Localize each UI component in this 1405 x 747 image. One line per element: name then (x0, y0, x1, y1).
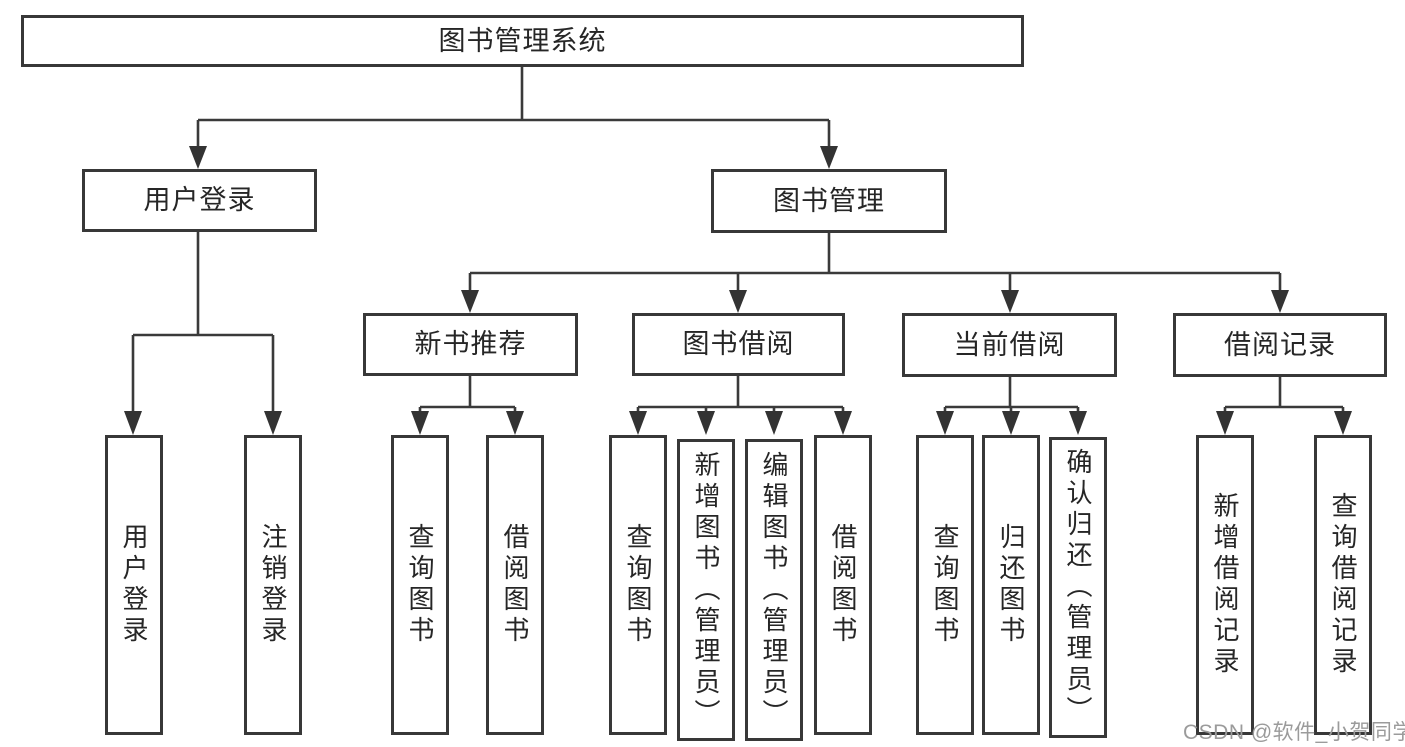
arrowhead-icon (124, 411, 142, 435)
arrowhead-icon (834, 411, 852, 435)
node-user-login-label: 用户登录 (143, 185, 256, 215)
node-book-borrow-label: 图书借阅 (682, 329, 795, 359)
arrowhead-icon (1216, 411, 1234, 435)
connector-root-to-level2 (189, 67, 838, 169)
csdn-watermark: CSDN @软件_小贺同学 (1183, 721, 1405, 744)
node-leaf-nb-borrow-books-label: 借阅图书 (500, 523, 530, 647)
node-leaf-cb-return-books-label: 归还图书 (996, 523, 1026, 647)
node-leaf-bb-borrow-books-label: 借阅图书 (828, 523, 858, 647)
arrowhead-icon (820, 146, 838, 169)
arrowhead-icon (1069, 411, 1087, 435)
connector-borrow-records-to-children (1216, 376, 1352, 435)
node-leaf-br-query-record: 查询借阅记录 (1314, 435, 1372, 735)
node-leaf-cb-confirm-return-admin: 确认归还（管理员） (1049, 437, 1107, 738)
node-new-book-recommend: 新书推荐 (363, 313, 578, 376)
connector-current-borrow-to-children (936, 376, 1087, 435)
node-leaf-bb-query-books: 查询图书 (609, 435, 667, 735)
node-root-label: 图书管理系统 (438, 25, 607, 56)
node-leaf-user-login-action: 用户登录 (105, 435, 163, 735)
connector-new-book-to-children (411, 376, 524, 435)
arrowhead-icon (411, 411, 429, 435)
node-leaf-cb-query-books: 查询图书 (916, 435, 974, 735)
arrowhead-icon (697, 411, 715, 435)
node-leaf-logout-label: 注销登录 (258, 523, 288, 647)
node-leaf-bb-add-books-admin-label: 新增图书（管理员） (691, 450, 721, 730)
node-book-borrow: 图书借阅 (632, 313, 845, 376)
arrowhead-icon (461, 290, 479, 313)
node-leaf-logout: 注销登录 (244, 435, 302, 735)
arrowhead-icon (1334, 411, 1352, 435)
arrowhead-icon (1001, 290, 1019, 313)
node-leaf-bb-query-books-label: 查询图书 (623, 523, 653, 647)
node-leaf-br-add-record: 新增借阅记录 (1196, 435, 1254, 735)
connector-user-login-to-children (124, 232, 282, 435)
connector-book-borrow-to-children (629, 376, 852, 435)
node-book-management-label: 图书管理 (773, 185, 885, 216)
node-current-borrow-label: 当前借阅 (953, 329, 1066, 360)
arrowhead-icon (729, 290, 747, 313)
node-book-management: 图书管理 (711, 169, 947, 233)
node-leaf-br-query-record-label: 查询借阅记录 (1328, 492, 1358, 678)
node-leaf-cb-return-books: 归还图书 (982, 435, 1040, 735)
node-current-borrow: 当前借阅 (902, 313, 1117, 377)
arrowhead-icon (1271, 290, 1289, 313)
node-leaf-user-login-action-label: 用户登录 (119, 523, 149, 647)
node-leaf-nb-query-books: 查询图书 (391, 435, 449, 735)
arrowhead-icon (189, 146, 207, 169)
node-user-login: 用户登录 (82, 169, 317, 232)
node-leaf-cb-confirm-return-admin-label: 确认归还（管理员） (1063, 448, 1093, 727)
arrowhead-icon (936, 411, 954, 435)
node-borrow-records: 借阅记录 (1173, 313, 1387, 377)
connector-book-management-to-sections (461, 232, 1289, 313)
arrowhead-icon (506, 411, 524, 435)
arrowhead-icon (264, 411, 282, 435)
node-leaf-bb-edit-books-admin: 编辑图书（管理员） (745, 439, 803, 741)
node-root: 图书管理系统 (21, 15, 1024, 67)
node-new-book-recommend-label: 新书推荐 (414, 329, 527, 359)
node-leaf-bb-edit-books-admin-label: 编辑图书（管理员） (759, 450, 789, 730)
node-leaf-br-add-record-label: 新增借阅记录 (1210, 492, 1240, 678)
arrowhead-icon (1002, 411, 1020, 435)
node-leaf-bb-add-books-admin: 新增图书（管理员） (677, 439, 735, 741)
arrowhead-icon (629, 411, 647, 435)
arrowhead-icon (765, 411, 783, 435)
node-leaf-nb-borrow-books: 借阅图书 (486, 435, 544, 735)
node-leaf-bb-borrow-books: 借阅图书 (814, 435, 872, 735)
node-borrow-records-label: 借阅记录 (1224, 329, 1336, 360)
node-leaf-nb-query-books-label: 查询图书 (405, 523, 435, 647)
node-leaf-cb-query-books-label: 查询图书 (930, 523, 960, 647)
